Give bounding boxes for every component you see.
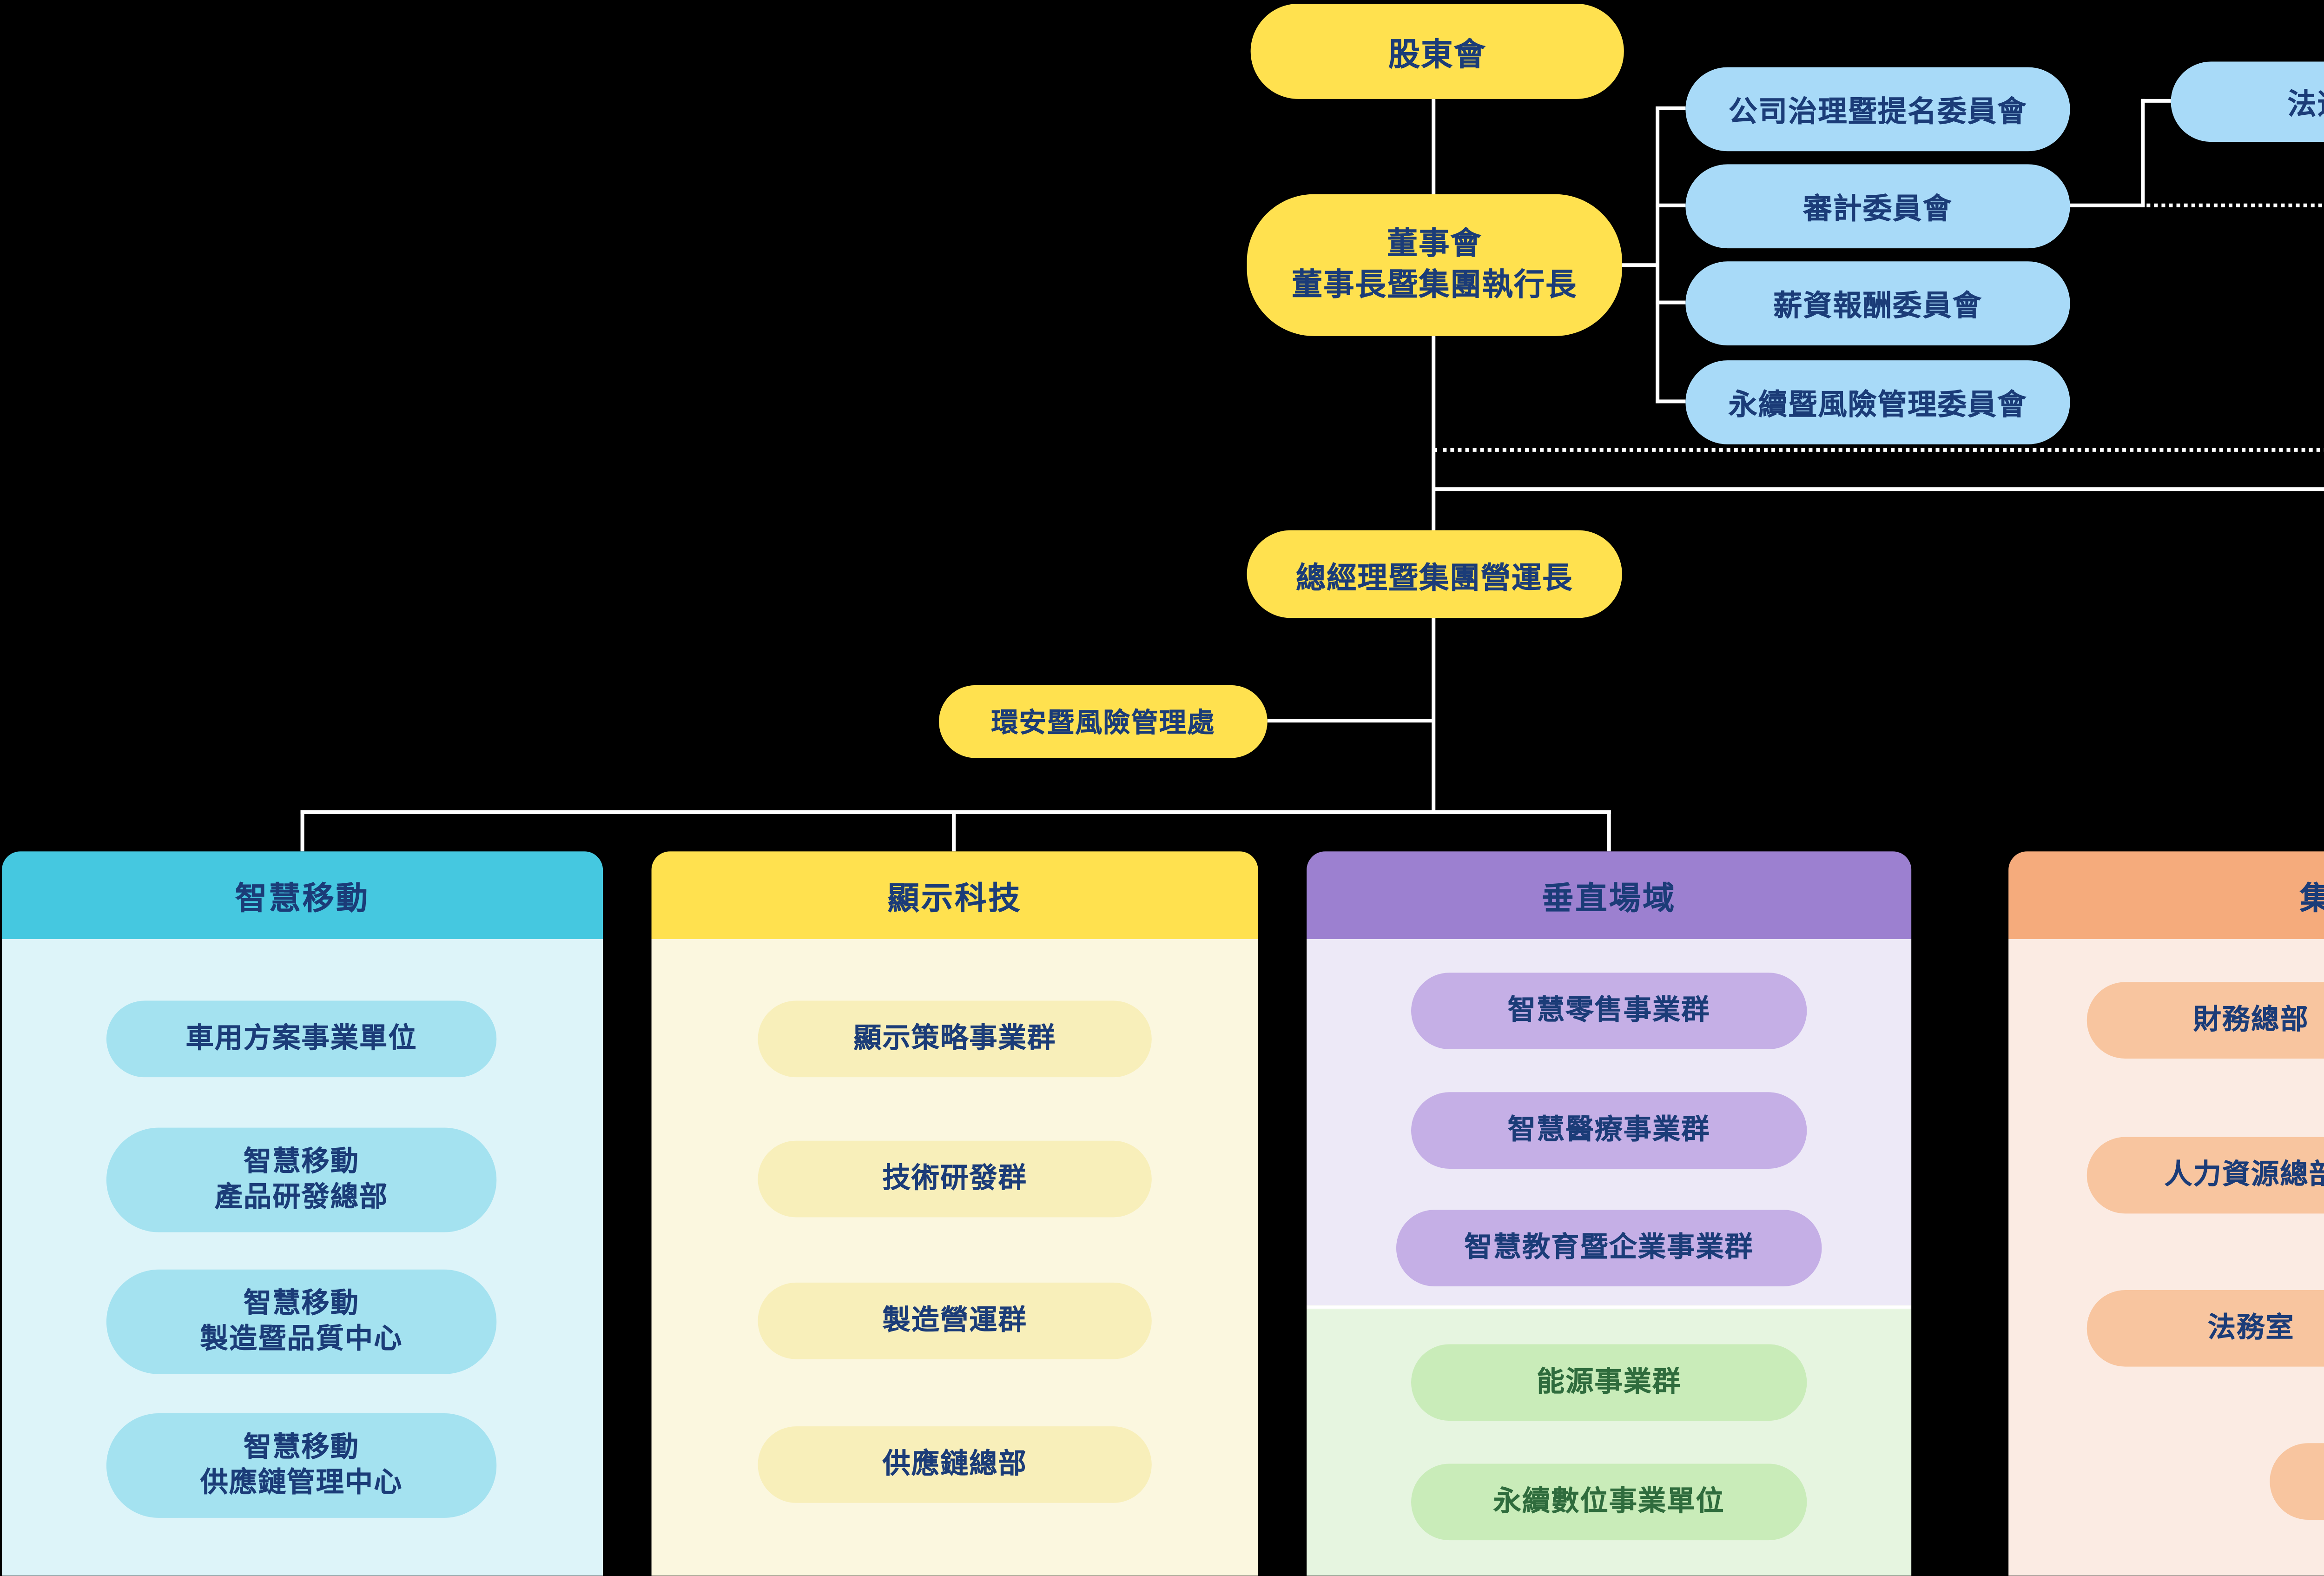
- org-unit-label: 顯示策略事業群: [853, 1023, 1056, 1055]
- committee-label: 永續暨風險管理委員會: [1728, 389, 2027, 421]
- compliance-advisor-box: 法遵總顧問: [2171, 61, 2324, 142]
- org-unit-label: 能源事業群: [1537, 1366, 1682, 1398]
- connector-line: [1656, 108, 1660, 404]
- compliance-advisor-label: 法遵總顧問: [2287, 88, 2324, 121]
- dotted-connector-line: [1433, 448, 2324, 452]
- org-unit-pill: 智慧移動 供應鏈管理中心: [106, 1413, 497, 1518]
- org-unit-pill: 智慧教育暨企業事業群: [1396, 1210, 1822, 1286]
- org-unit-pill: 能源事業群: [1411, 1344, 1807, 1421]
- connector-line: [1656, 203, 1686, 207]
- connector-line: [1656, 399, 1686, 404]
- connector-line: [1432, 618, 1436, 812]
- committee-audit: 審計委員會: [1685, 164, 2070, 249]
- ehs-risk-division-label: 環安暨風險管理處: [991, 709, 1215, 740]
- org-unit-pill: 製造營運群: [758, 1282, 1152, 1359]
- org-unit-label: 人力資源總部: [2164, 1159, 2324, 1192]
- group-title: 集團營運支援單位: [2300, 872, 2324, 918]
- org-unit-pill: 智慧醫療事業群: [1411, 1092, 1807, 1169]
- connector-line: [1656, 106, 1686, 110]
- org-unit-pill: 人力資源總部: [2086, 1137, 2324, 1214]
- org-unit-pill: 顯示策略事業群: [758, 1000, 1152, 1078]
- connector-line: [2141, 99, 2145, 207]
- committee-sustainability-risk: 永續暨風險管理委員會: [1685, 360, 2070, 444]
- org-unit-label: 車用方案事業單位: [185, 1023, 417, 1055]
- connector-line: [2141, 99, 2171, 103]
- connector-line: [300, 810, 304, 852]
- connector-line: [1656, 300, 1686, 305]
- org-unit-label: 智慧醫療事業群: [1507, 1114, 1710, 1146]
- org-unit-pill: 技術研發群: [758, 1140, 1152, 1218]
- org-unit-label: 技術研發群: [882, 1163, 1027, 1195]
- connector-line: [1432, 99, 1436, 198]
- connector-line: [2070, 203, 2145, 207]
- connector-line: [1607, 810, 1611, 852]
- org-unit-label: 製造營運群: [882, 1305, 1027, 1337]
- org-unit-pill: 智慧移動 製造暨品質中心: [106, 1269, 497, 1374]
- group-title: 智慧移動: [235, 881, 370, 917]
- org-unit-pill: 供應鏈總部: [758, 1426, 1152, 1503]
- connector-line: [1620, 263, 1658, 267]
- org-unit-label: 供應鏈總部: [882, 1449, 1027, 1481]
- org-unit-label: 智慧移動 產品研發總部: [214, 1146, 389, 1214]
- committee-label: 審計委員會: [1803, 193, 1953, 225]
- group-title: 顯示科技: [887, 881, 1022, 917]
- connector-line: [300, 810, 1611, 814]
- org-unit-pill: 財務總部: [2086, 982, 2324, 1059]
- org-unit-label: 智慧移動 製造暨品質中心: [200, 1288, 403, 1356]
- org-unit-pill: 車用方案事業單位: [106, 1000, 497, 1078]
- ehs-risk-division-box: 環安暨風險管理處: [938, 685, 1268, 758]
- section-divider: [1307, 1305, 1912, 1309]
- committee-compensation: 薪資報酬委員會: [1685, 261, 2070, 345]
- org-unit-label: 法務室: [2207, 1312, 2295, 1344]
- connector-line: [1267, 719, 1434, 723]
- board-box: 董事會 董事長暨集團執行長: [1247, 194, 1622, 336]
- group-title: 垂直場域: [1542, 881, 1677, 917]
- group-header-display: 顯示科技: [651, 851, 1258, 939]
- shareholders-label: 股東會: [1388, 37, 1486, 73]
- org-unit-pill: 智慧零售事業群: [1411, 973, 1807, 1049]
- president-box: 總經理暨集團營運長: [1247, 530, 1622, 618]
- org-unit-pill: 智慧移動 產品研發總部: [106, 1127, 497, 1232]
- shareholders-box: 股東會: [1250, 4, 1624, 99]
- dotted-connector-line: [2146, 203, 2324, 207]
- org-unit-label: 永續數位事業單位: [1493, 1486, 1725, 1518]
- committee-label: 薪資報酬委員會: [1773, 290, 1982, 322]
- org-unit-label: 智慧移動 供應鏈管理中心: [200, 1432, 403, 1499]
- group-header-support: 集團營運支援單位: [2008, 851, 2324, 939]
- connector-line: [952, 810, 956, 852]
- connector-line: [1432, 336, 1436, 530]
- org-unit-label: 財務總部: [2193, 1004, 2309, 1036]
- board-label: 董事會 董事長暨集團執行長: [1292, 227, 1578, 303]
- org-unit-pill: 法務室: [2086, 1290, 2324, 1367]
- president-label: 總經理暨集團營運長: [1295, 563, 1573, 595]
- committee-label: 公司治理暨提名委員會: [1728, 96, 2027, 128]
- committee-governance-nomination: 公司治理暨提名委員會: [1685, 67, 2070, 152]
- group-header-vertical: 垂直場域: [1307, 851, 1912, 939]
- org-unit-label: 智慧教育暨企業事業群: [1464, 1232, 1754, 1264]
- org-unit-pill: 永續數位事業單位: [1411, 1463, 1807, 1541]
- group-header-mobility: 智慧移動: [2, 851, 603, 939]
- connector-line: [1433, 487, 2324, 491]
- org-unit-label: 智慧零售事業群: [1507, 995, 1710, 1027]
